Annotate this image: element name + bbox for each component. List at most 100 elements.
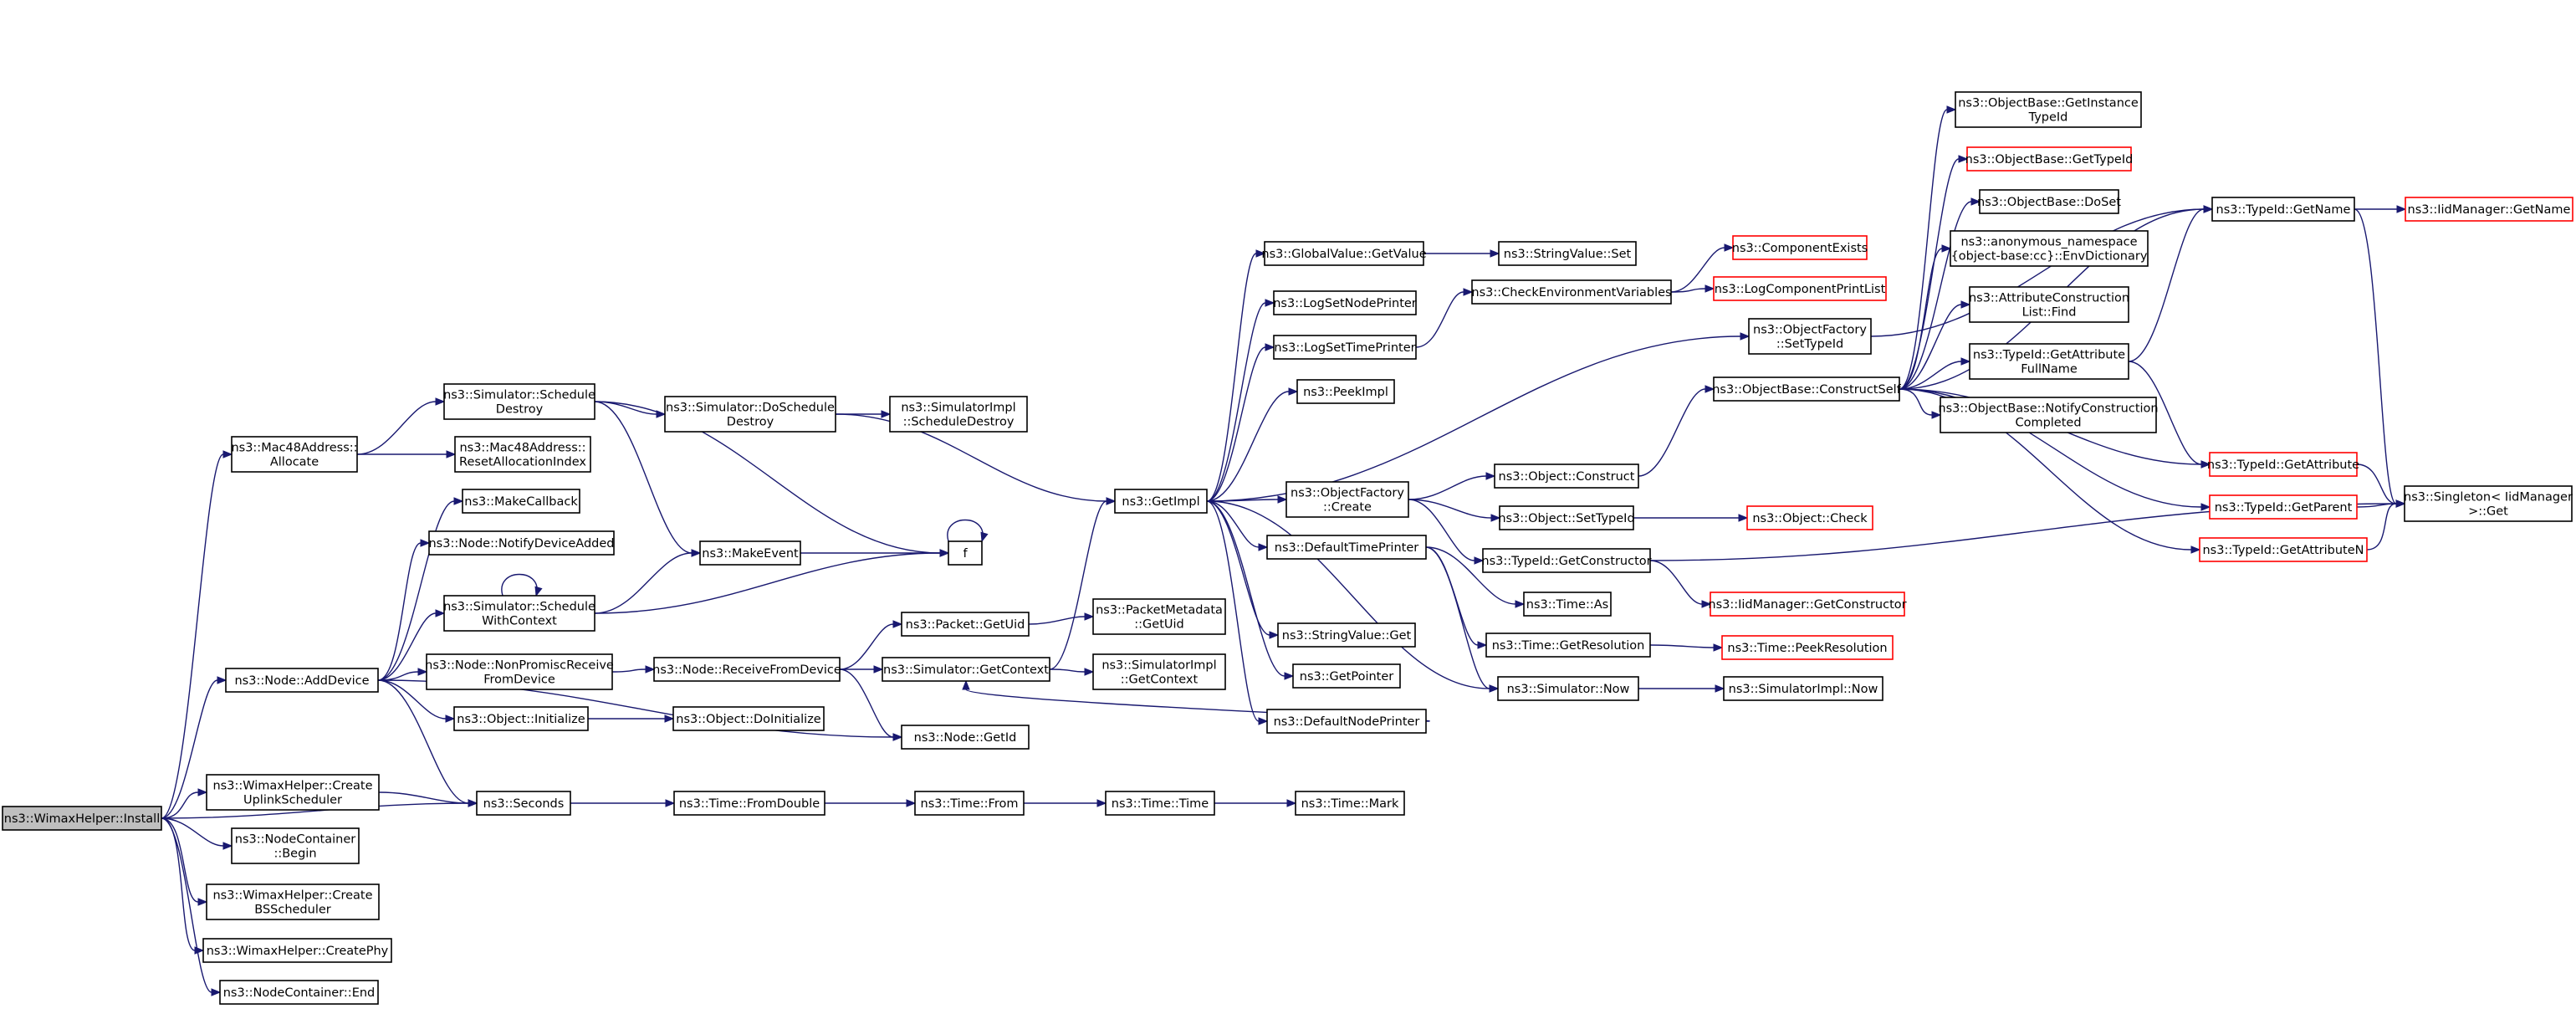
function-node-svSet[interactable]: ns3::StringValue::Set: [1498, 241, 1637, 266]
function-node-nodeGetId[interactable]: ns3::Node::GetId: [901, 725, 1030, 750]
node-box[interactable]: [664, 396, 836, 433]
node-box[interactable]: [454, 436, 591, 473]
node-box[interactable]: [948, 540, 983, 566]
node-box[interactable]: [1266, 535, 1427, 560]
node-box[interactable]: [1105, 791, 1215, 816]
node-box[interactable]: [1485, 633, 1651, 658]
node-box[interactable]: [1285, 481, 1409, 518]
function-node-timeTime[interactable]: ns3::Time::Time: [1105, 791, 1215, 816]
node-box[interactable]: [225, 668, 379, 693]
function-node-tidGetName[interactable]: ns3::TypeId::GetName: [2211, 197, 2355, 222]
function-node-simImplGetCtx[interactable]: ns3::SimulatorImpl::GetContext: [1092, 653, 1226, 690]
function-node-getimpl[interactable]: ns3::GetImpl: [1114, 489, 1208, 514]
node-box[interactable]: [1273, 335, 1417, 360]
function-node-packetGetUid[interactable]: ns3::Packet::GetUid: [901, 612, 1030, 637]
function-node-install[interactable]: ns3::WimaxHelper::Install: [2, 806, 162, 831]
function-node-objConstruct[interactable]: ns3::Object::Construct: [1494, 464, 1639, 489]
function-node-timeGetRes[interactable]: ns3::Time::GetResolution: [1485, 633, 1651, 658]
node-box[interactable]: [1264, 241, 1424, 266]
node-box[interactable]: [672, 706, 825, 731]
function-node-ofSetTypeId[interactable]: ns3::ObjectFactory::SetTypeId: [1748, 318, 1872, 355]
node-box[interactable]: [699, 540, 801, 566]
node-box[interactable]: [476, 791, 571, 816]
function-node-allocate[interactable]: ns3::Mac48Address::Allocate: [231, 436, 358, 473]
node-box[interactable]: [1966, 146, 2132, 172]
function-node-pktMetaGetUid[interactable]: ns3::PacketMetadata::GetUid: [1092, 598, 1226, 635]
function-node-ncend[interactable]: ns3::NodeContainer::End: [219, 980, 379, 1005]
node-box[interactable]: [1471, 279, 1672, 305]
function-node-iidGetConstructor[interactable]: ns3::IidManager::GetConstructor: [1708, 592, 1907, 617]
function-node-obNotifyConstr[interactable]: ns3::ObjectBase::NotifyConstructionCompl…: [1938, 397, 2159, 433]
node-box[interactable]: [1266, 709, 1427, 734]
node-box[interactable]: [1494, 464, 1639, 489]
node-box[interactable]: [1273, 290, 1417, 315]
node-box[interactable]: [1955, 91, 2142, 128]
node-box[interactable]: [453, 706, 589, 731]
function-node-adddevice[interactable]: ns3::Node::AddDevice: [225, 668, 379, 693]
function-node-seconds[interactable]: ns3::Seconds: [476, 791, 571, 816]
node-box[interactable]: [462, 489, 580, 514]
node-box[interactable]: [882, 657, 1050, 682]
function-node-timeFrom[interactable]: ns3::Time::From: [914, 791, 1025, 816]
node-box[interactable]: [1969, 286, 2129, 323]
node-box[interactable]: [428, 530, 615, 556]
function-node-objInit[interactable]: ns3::Object::Initialize: [453, 706, 589, 731]
node-box[interactable]: [206, 884, 380, 920]
function-node-tidGetAttr[interactable]: ns3::TypeId::GetAttribute: [2207, 452, 2359, 477]
function-node-logCompPrint[interactable]: ns3::LogComponentPrintList: [1713, 276, 1887, 301]
function-node-defNodePrinter[interactable]: ns3::DefaultNodePrinter: [1266, 709, 1427, 734]
node-box[interactable]: [231, 436, 358, 473]
function-node-obConstructSelf[interactable]: ns3::ObjectBase::ConstructSelf: [1712, 376, 1902, 402]
function-node-tidGetAttrN[interactable]: ns3::TypeId::GetAttributeN: [2199, 537, 2368, 562]
function-node-ofCreate[interactable]: ns3::ObjectFactory::Create: [1285, 481, 1409, 518]
function-node-simImplSchedDestroy[interactable]: ns3::SimulatorImpl::ScheduleDestroy: [889, 396, 1028, 433]
function-node-timeFromDouble[interactable]: ns3::Time::FromDouble: [673, 791, 825, 816]
function-node-createphy[interactable]: ns3::WimaxHelper::CreatePhy: [202, 938, 392, 963]
function-node-checkEnv[interactable]: ns3::CheckEnvironmentVariables: [1471, 279, 1672, 305]
node-box[interactable]: [202, 938, 392, 963]
node-box[interactable]: [2209, 452, 2358, 477]
node-box[interactable]: [231, 827, 360, 864]
node-box[interactable]: [901, 612, 1030, 637]
node-box[interactable]: [1746, 505, 1873, 530]
node-box[interactable]: [2404, 485, 2573, 522]
function-node-tidGetConstructor[interactable]: ns3::TypeId::GetConstructor: [1481, 548, 1652, 573]
node-box[interactable]: [2199, 537, 2368, 562]
function-node-resetAlloc[interactable]: ns3::Mac48Address::ResetAllocationIndex: [454, 436, 591, 473]
node-box[interactable]: [1523, 592, 1612, 617]
function-node-defTimePrinter[interactable]: ns3::DefaultTimePrinter: [1266, 535, 1427, 560]
function-node-iidGetName[interactable]: ns3::IidManager::GetName: [2405, 197, 2573, 222]
function-node-makecallback[interactable]: ns3::MakeCallback: [462, 489, 580, 514]
function-node-peekimpl[interactable]: ns3::PeekImpl: [1296, 379, 1395, 404]
node-box[interactable]: [426, 653, 613, 690]
function-node-compExists[interactable]: ns3::ComponentExists: [1732, 235, 1868, 260]
node-box[interactable]: [443, 595, 595, 632]
node-box[interactable]: [443, 383, 595, 420]
node-box[interactable]: [1092, 653, 1226, 690]
function-node-getPointer[interactable]: ns3::GetPointer: [1292, 663, 1401, 689]
node-box[interactable]: [653, 657, 841, 682]
node-box[interactable]: [901, 725, 1030, 750]
function-node-tidGetParent[interactable]: ns3::TypeId::GetParent: [2209, 494, 2358, 520]
node-box[interactable]: [1499, 505, 1634, 530]
node-box[interactable]: [1277, 622, 1416, 648]
node-box[interactable]: [1292, 663, 1401, 689]
node-box[interactable]: [1940, 397, 2157, 433]
node-box[interactable]: [219, 980, 379, 1005]
function-node-recvFromDev[interactable]: ns3::Node::ReceiveFromDevice: [652, 657, 841, 682]
function-node-obDoSet[interactable]: ns3::ObjectBase::DoSet: [1977, 189, 2121, 214]
function-node-makeevent[interactable]: ns3::MakeEvent: [699, 540, 801, 566]
function-node-objCheck[interactable]: ns3::Object::Check: [1746, 505, 1873, 530]
function-node-simNow[interactable]: ns3::Simulator::Now: [1497, 676, 1639, 701]
node-box[interactable]: [889, 396, 1028, 433]
function-node-logSetNode[interactable]: ns3::LogSetNodePrinter: [1273, 290, 1417, 315]
node-box[interactable]: [1979, 189, 2119, 214]
node-box[interactable]: [1295, 791, 1405, 816]
node-box[interactable]: [1732, 235, 1868, 260]
